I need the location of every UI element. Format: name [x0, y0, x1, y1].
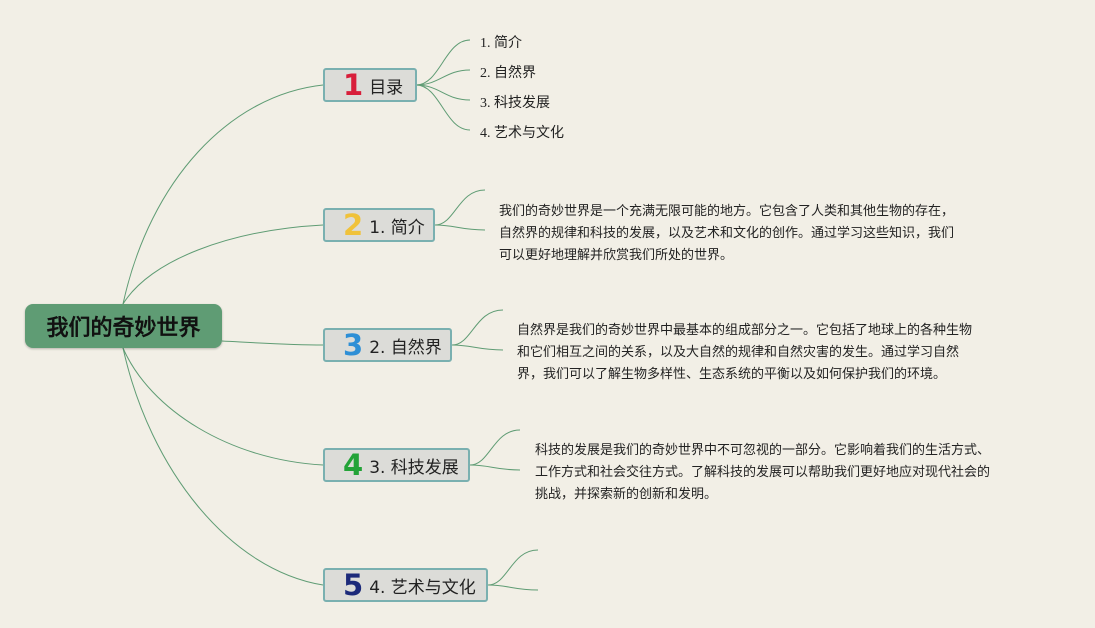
nature-line-2: 和它们相互之间的关系，以及大自然的规律和自然灾害的发生。通过学习自然	[517, 345, 960, 360]
intro-line-1: 我们的奇妙世界是一个充满无限可能的地方。它包含了人类和其他生物的存在，	[499, 204, 955, 219]
branch-art[interactable]: 5 4. 艺术与文化	[323, 568, 488, 602]
nature-line-3: 界，我们可以了解生物多样性、生态系统的平衡以及如何保护我们的环境。	[517, 367, 947, 382]
connector-root-branch-4	[122, 347, 324, 466]
intro-line-2: 自然界的规律和科技的发展，以及艺术和文化的创作。通过学习这些知识，我们	[499, 226, 955, 241]
branch-label: 1. 简介	[369, 217, 425, 238]
number-4-icon: 4	[343, 447, 364, 482]
connector-root-branch-1	[122, 84, 324, 305]
toc-item-intro[interactable]: 1. 简介	[480, 36, 522, 51]
tech-paragraph[interactable]: 科技的发展是我们的奇妙世界中不可忽视的一部分。它影响着我们的生活方式、 工作方式…	[535, 440, 990, 506]
branch-intro[interactable]: 2 1. 简介	[323, 208, 435, 242]
nature-line-1: 自然界是我们的奇妙世界中最基本的组成部分之一。它包括了地球上的各种生物	[517, 323, 973, 338]
branch-label: 2. 自然界	[369, 337, 442, 358]
number-2-icon: 2	[343, 207, 364, 242]
connector-root-branch-2	[122, 224, 324, 305]
connector-toc-2	[415, 69, 471, 86]
toc-item-tech[interactable]: 3. 科技发展	[480, 96, 550, 111]
root-node[interactable]: 我们的奇妙世界	[25, 304, 222, 348]
branch-label: 4. 艺术与文化	[369, 577, 476, 598]
connector-toc-1	[415, 39, 471, 86]
connector-intro-b	[434, 224, 486, 231]
tech-line-2: 工作方式和社会交往方式。了解科技的发展可以帮助我们更好地应对现代社会的	[535, 465, 991, 480]
connector-tech-a	[469, 429, 521, 466]
connector-intro-a	[434, 189, 486, 226]
nature-paragraph[interactable]: 自然界是我们的奇妙世界中最基本的组成部分之一。它包括了地球上的各种生物 和它们相…	[517, 320, 972, 386]
number-3-icon: 3	[343, 327, 364, 362]
connector-root-branch-5	[122, 347, 324, 586]
branch-label: 3. 科技发展	[369, 457, 459, 478]
branch-toc[interactable]: 1 目录	[323, 68, 417, 102]
tech-line-1: 科技的发展是我们的奇妙世界中不可忽视的一部分。它影响着我们的生活方式、	[535, 443, 991, 458]
connector-nature-a	[451, 309, 504, 346]
number-5-icon: 5	[343, 567, 364, 602]
number-1-icon: 1	[343, 67, 364, 102]
branch-nature[interactable]: 3 2. 自然界	[323, 328, 452, 362]
connector-art-a	[487, 549, 539, 586]
toc-item-nature[interactable]: 2. 自然界	[480, 66, 536, 81]
branch-label: 目录	[369, 77, 404, 98]
connector-root-branch-3	[221, 340, 324, 346]
connector-toc-3	[415, 84, 471, 101]
tech-line-3: 挑战，并探索新的创新和发明。	[535, 487, 718, 502]
connector-art-b	[487, 584, 539, 591]
intro-line-3: 可以更好地理解并欣赏我们所处的世界。	[499, 248, 734, 263]
intro-paragraph[interactable]: 我们的奇妙世界是一个充满无限可能的地方。它包含了人类和其他生物的存在， 自然界的…	[499, 201, 954, 267]
root-title: 我们的奇妙世界	[46, 316, 201, 341]
connector-toc-4	[415, 84, 471, 131]
connector-tech-b	[469, 464, 521, 471]
toc-item-art[interactable]: 4. 艺术与文化	[480, 126, 564, 141]
connector-nature-b	[451, 344, 504, 351]
branch-tech[interactable]: 4 3. 科技发展	[323, 448, 470, 482]
